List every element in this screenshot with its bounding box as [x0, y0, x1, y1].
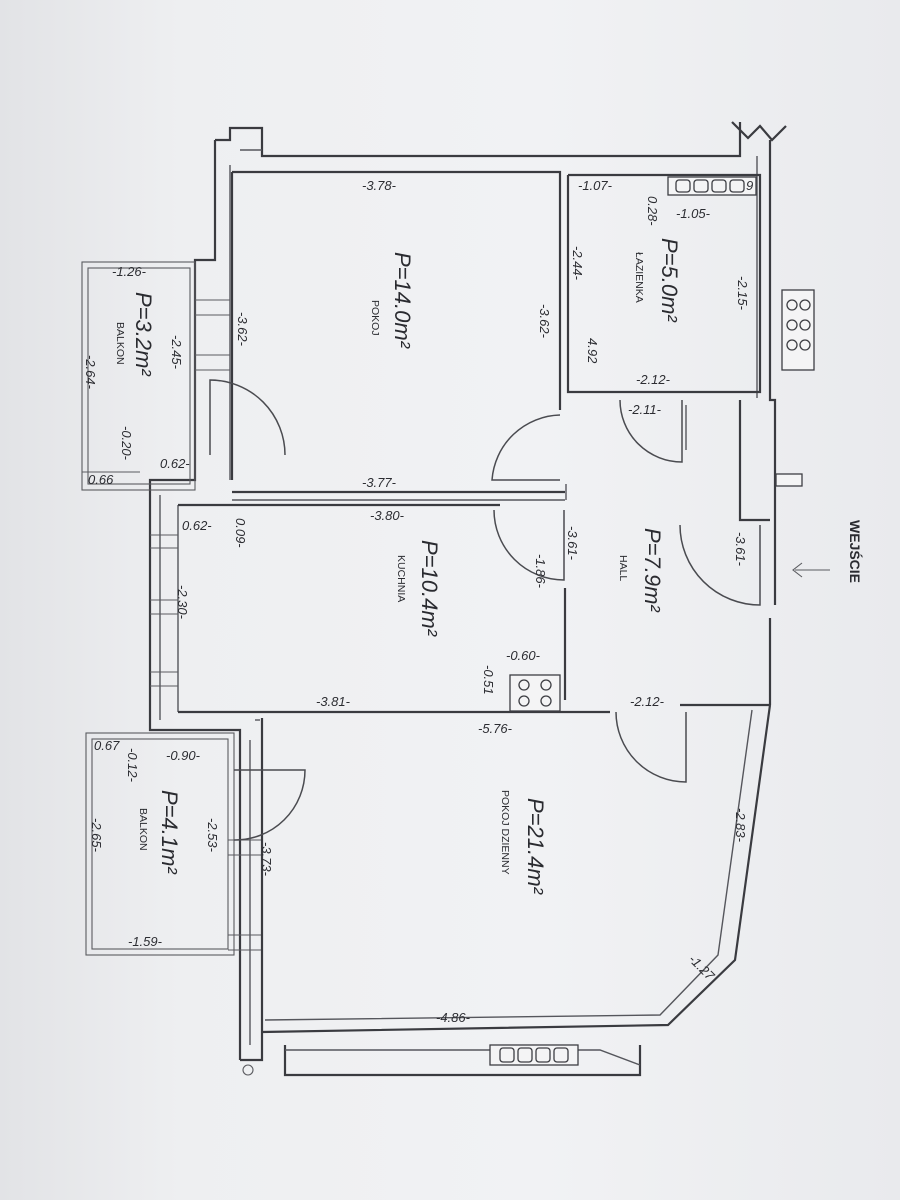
inner-walls	[178, 170, 770, 1032]
room-name-kuchnia: KUCHNIA	[395, 555, 407, 602]
dim-laz-028: 0.28-	[645, 196, 660, 226]
dim-laz-244: -2.44-	[570, 246, 585, 281]
dim-b1-264: -2.64-	[83, 355, 98, 390]
dim-hall-361b: -3.61-	[733, 532, 748, 567]
dim-pokoj-top: -3.78-	[362, 178, 397, 193]
dim-b2-253: -2.53-	[205, 818, 220, 853]
entrance-label: WEJŚCIE	[847, 520, 864, 583]
room-name-hall: HALL	[617, 555, 629, 581]
outer-walls	[148, 121, 787, 1077]
dim-b2-159: -1.59-	[128, 934, 163, 949]
dim-kuch-051: -0.51	[481, 665, 496, 695]
room-area-pokoj-dzienny: P=21.4m²	[523, 798, 548, 895]
corner-marker	[242, 1064, 254, 1076]
dim-laz-top: -1.07-	[578, 178, 613, 193]
dim-kuch-230: -2.30-	[175, 585, 190, 620]
room-name-pokoj-dzienny: POKOJ DZIENNY	[499, 790, 511, 875]
dim-dz-127: -1.27	[686, 952, 718, 984]
dim-b2-090: -0.90-	[166, 748, 201, 763]
room-area-pokoj: P=14.0m²	[390, 252, 415, 349]
dim-laz-105: -1.05-	[676, 206, 711, 221]
dim-b1-245: -2.45-	[169, 335, 184, 370]
dim-b2-067: 0.67	[94, 738, 120, 753]
dim-dz-373: -3.73-	[259, 842, 274, 877]
room-area-lazienka: P=5.0m²	[657, 238, 682, 322]
dim-laz-492: 4.92	[585, 338, 600, 364]
room-labels: P=14.0m² POKOJ P=5.0m² ŁAZIENKA P=3.2m² …	[114, 238, 682, 895]
dim-b2-265: -2.65-	[89, 818, 104, 853]
balcony-2	[85, 732, 235, 956]
svg-text:9: 9	[746, 178, 753, 193]
dim-dz-283: -2.83-	[733, 808, 748, 843]
room-name-balkon2: BALKON	[137, 808, 149, 851]
dim-b1-020: -0.20-	[119, 426, 134, 461]
dim-kuch-380: -3.80-	[370, 508, 405, 523]
dim-kuch-060: -0.60-	[506, 648, 541, 663]
entrance-arrow-icon	[792, 562, 803, 578]
room-name-balkon1: BALKON	[114, 322, 126, 365]
radiator-bottom	[489, 1044, 579, 1066]
room-area-hall: P=7.9m²	[640, 528, 665, 612]
room-name-pokoj: POKOJ	[369, 300, 381, 336]
dim-b1-066: 0.66	[88, 472, 114, 487]
dim-kuch-186: -1.86-	[533, 554, 548, 589]
dim-laz-215: -2.15-	[735, 276, 750, 311]
dim-kuch-009: 0.09-	[233, 518, 248, 548]
room-area-balkon2: P=4.1m²	[157, 790, 182, 874]
room-name-lazienka: ŁAZIENKA	[633, 252, 645, 303]
dim-kuch-381: -3.81-	[316, 694, 351, 709]
stove	[509, 674, 561, 712]
dim-pokoj-bottom: -3.77-	[362, 475, 397, 490]
room-area-kuchnia: P=10.4m²	[417, 540, 442, 637]
dim-b1-062: 0.62-	[160, 456, 190, 471]
room-area-balkon1: P=3.2m²	[131, 292, 156, 376]
doors	[209, 379, 761, 841]
entrance: WEJŚCIE	[792, 520, 864, 583]
dim-pokoj-left: -3.62-	[235, 312, 250, 347]
bathroom-fixtures: 9	[667, 176, 757, 196]
dim-dz-486: -4.86-	[436, 1010, 471, 1025]
dim-laz-212: -2.12-	[636, 372, 671, 387]
dim-kuch-062: 0.62-	[182, 518, 212, 533]
dim-pokoj-right: -3.62-	[537, 304, 552, 339]
dim-b1-126: -1.26-	[112, 264, 147, 279]
dim-hall-361a: -3.61-	[565, 526, 580, 561]
balcony-1	[81, 261, 196, 491]
dim-laz-211: -2.11-	[628, 402, 662, 417]
dim-b2-012: -0.12-	[125, 748, 140, 783]
radiator-right	[775, 289, 815, 487]
dim-dz-576: -5.76-	[478, 721, 513, 736]
dim-hall-212: -2.12-	[630, 694, 665, 709]
